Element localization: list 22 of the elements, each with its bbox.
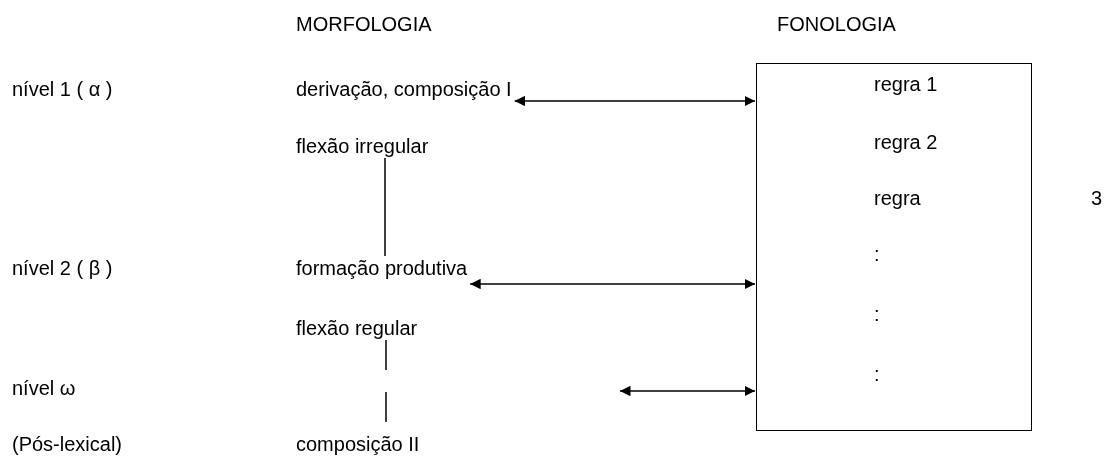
level-label: nível ω	[12, 378, 76, 398]
process-text: flexão regular	[296, 318, 418, 338]
rule-text: regra 1	[874, 74, 938, 94]
level-label: nível 2 ( β )	[12, 258, 113, 278]
process-text: composição II	[296, 434, 420, 454]
process-text: flexão irregular	[296, 136, 429, 156]
rule-text: regra	[874, 188, 921, 208]
rule-text: :	[874, 304, 880, 324]
level-label: nível 1 ( α )	[12, 79, 113, 99]
double-arrow	[619, 385, 756, 397]
process-text: derivação, composição I	[296, 79, 512, 99]
double-arrow	[513, 95, 756, 107]
rule-text: regra 2	[874, 132, 938, 152]
rule-text: :	[874, 244, 880, 264]
rule-number: 3	[1091, 188, 1103, 208]
double-arrow	[469, 278, 756, 290]
level-label: (Pós-lexical)	[12, 434, 123, 454]
process-text: formação produtiva	[296, 258, 468, 278]
column-heading: FONOLOGIA	[777, 14, 896, 34]
column-heading: MORFOLOGIA	[296, 14, 432, 34]
rule-text: :	[874, 364, 880, 384]
connector-line	[384, 157, 386, 257]
